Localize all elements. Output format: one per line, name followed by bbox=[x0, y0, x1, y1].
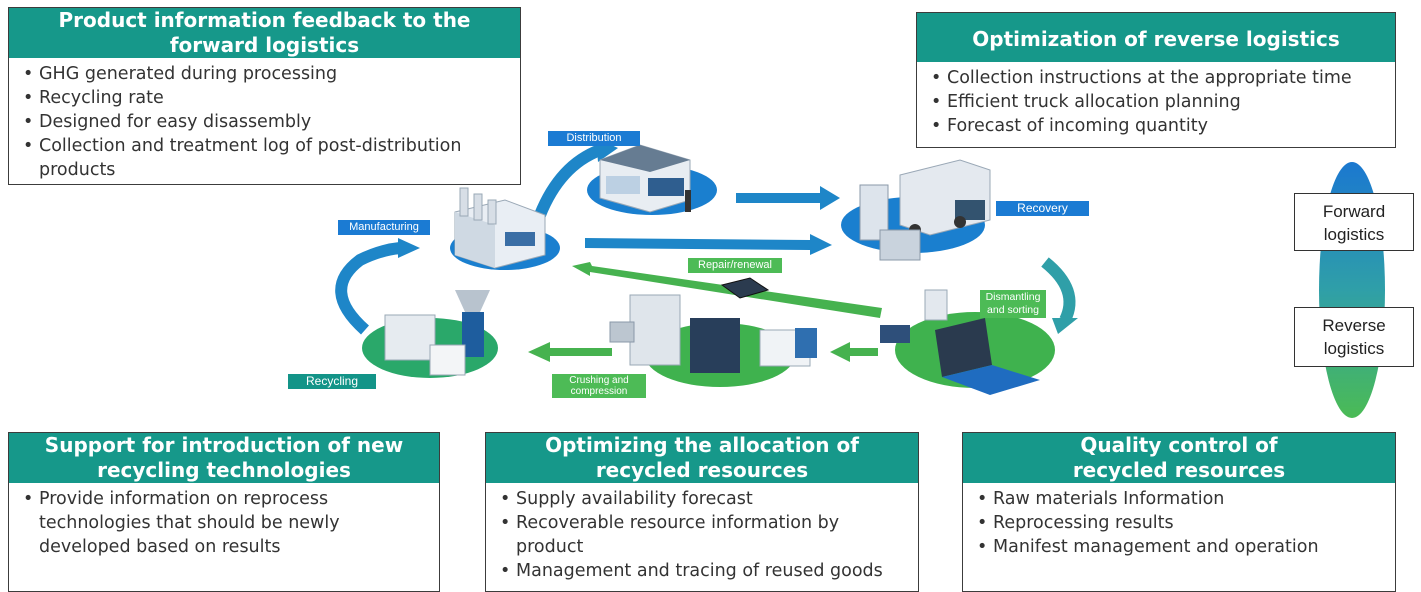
shop-icon bbox=[599, 144, 691, 213]
stage-label-crushing: Crushing and compression bbox=[552, 374, 646, 398]
legend-reverse: Reverse logistics bbox=[1294, 307, 1414, 367]
stage-label-manufacturing: Manufacturing bbox=[338, 220, 430, 235]
quality-box: Quality control of recycled resources Ra… bbox=[962, 432, 1396, 592]
list-item: Reprocessing results bbox=[977, 511, 1385, 535]
list-item: Manifest management and operation bbox=[977, 535, 1385, 559]
new-tech-box: Support for introduction of new recyclin… bbox=[8, 432, 440, 592]
arrow-head-icon bbox=[398, 238, 420, 258]
recycling-plant-icon bbox=[384, 290, 490, 376]
product-info-title: Product information feedback to the forw… bbox=[9, 8, 520, 58]
arrow-manufacturing-to-distribution bbox=[534, 144, 603, 218]
product-info-list: GHG generated during processing Recyclin… bbox=[9, 58, 520, 182]
list-item: Recycling rate bbox=[23, 86, 510, 110]
reverse-opt-list: Collection instructions at the appropria… bbox=[917, 62, 1395, 138]
arrow-crushing-to-recycling bbox=[528, 342, 612, 362]
stage-label-distribution: Distribution bbox=[548, 131, 640, 146]
list-item: Forecast of incoming quantity bbox=[931, 114, 1385, 138]
arrow-manufacturing-to-recovery bbox=[585, 234, 832, 255]
list-item: Management and tracing of reused goods bbox=[500, 559, 908, 583]
arrow-recycling-to-manufacturing bbox=[335, 242, 401, 335]
arrow-distribution-to-recovery bbox=[736, 186, 840, 210]
quality-title: Quality control of recycled resources bbox=[963, 433, 1395, 483]
circuit-board-icon bbox=[720, 277, 770, 299]
list-item: Collection and treatment log of post-dis… bbox=[23, 134, 510, 182]
stage-label-dismantling: Dismantling and sorting bbox=[980, 290, 1046, 318]
list-item: Raw materials Information bbox=[977, 487, 1385, 511]
stage-label-recovery: Recovery bbox=[996, 201, 1089, 216]
laptop-icon bbox=[880, 289, 1040, 395]
stage-label-repair: Repair/renewal bbox=[688, 258, 782, 273]
legend-forward: Forward logistics bbox=[1294, 193, 1414, 251]
reverse-opt-title: Optimization of reverse logistics bbox=[917, 13, 1395, 62]
new-tech-title: Support for introduction of new recyclin… bbox=[9, 433, 439, 483]
list-item: Supply availability forecast bbox=[500, 487, 908, 511]
list-item: Collection instructions at the appropria… bbox=[931, 66, 1385, 90]
list-item: GHG generated during processing bbox=[23, 62, 510, 86]
quality-list: Raw materials Information Reprocessing r… bbox=[963, 483, 1395, 559]
arrow-repair-renewal bbox=[572, 262, 882, 318]
factory-icon bbox=[454, 187, 546, 269]
product-info-box: Product information feedback to the forw… bbox=[8, 7, 521, 185]
crusher-icon bbox=[609, 294, 817, 373]
allocation-title: Optimizing the allocation of recycled re… bbox=[486, 433, 918, 483]
list-item: Efficient truck allocation planning bbox=[931, 90, 1385, 114]
allocation-list: Supply availability forecast Recoverable… bbox=[486, 483, 918, 583]
arrow-dismantling-to-crushing bbox=[830, 342, 878, 362]
arrow-recovery-to-dismantling bbox=[1041, 257, 1076, 323]
appliance-icon bbox=[859, 184, 921, 261]
list-item: Recoverable resource information by prod… bbox=[500, 511, 908, 559]
arrow-head-icon bbox=[1052, 318, 1078, 334]
new-tech-list: Provide information on reprocess technol… bbox=[9, 483, 439, 559]
stage-label-recycling: Recycling bbox=[288, 374, 376, 389]
list-item: Designed for easy disassembly bbox=[23, 110, 510, 134]
list-item: Provide information on reprocess technol… bbox=[23, 487, 429, 559]
reverse-opt-box: Optimization of reverse logistics Collec… bbox=[916, 12, 1396, 148]
allocation-box: Optimizing the allocation of recycled re… bbox=[485, 432, 919, 592]
